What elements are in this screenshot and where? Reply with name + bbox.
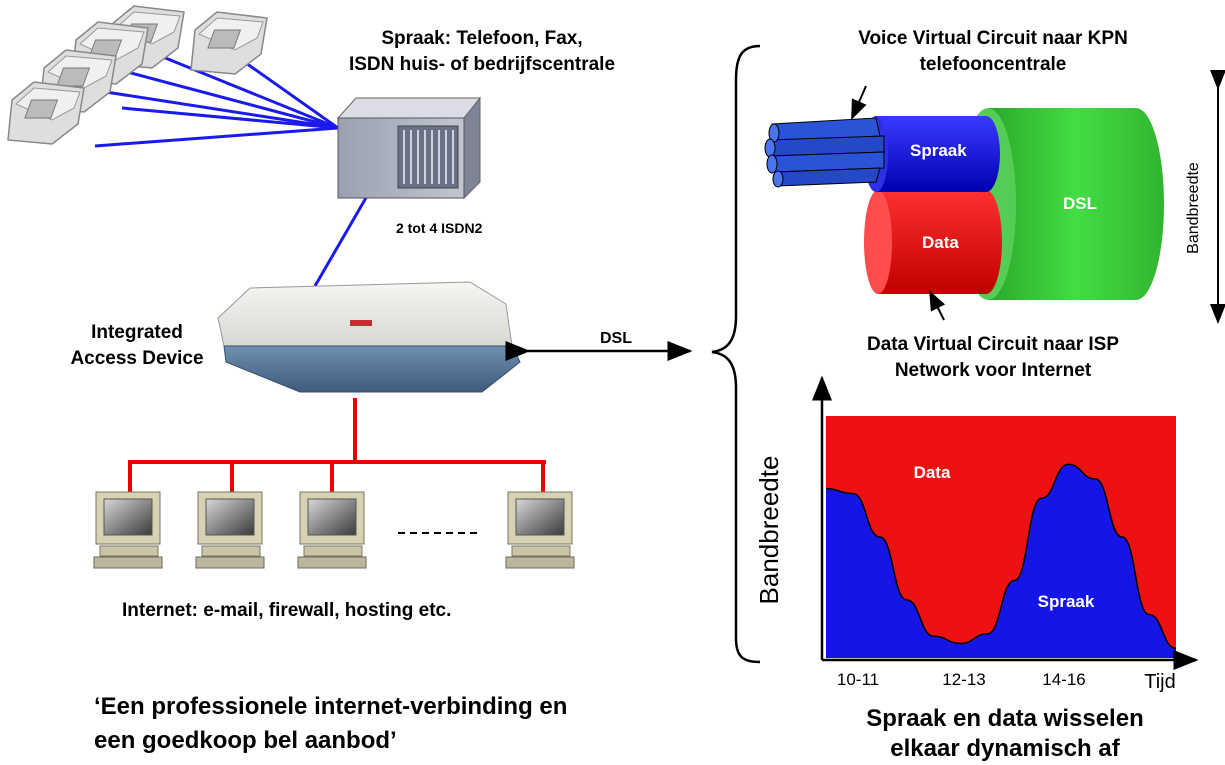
x-axis-label: Tijd [1144, 671, 1175, 693]
x-tick-label: 10-11 [837, 670, 879, 689]
dsl-cylinder-label: DSL [1063, 194, 1097, 213]
voice-vc-pointer-arrow [851, 85, 867, 120]
integrated-access-device-icon [217, 281, 521, 393]
voice-devices-label: Spraak: Telefoon, Fax, ISDN huis- of bed… [348, 28, 616, 75]
data-cylinder-label: Data [922, 233, 959, 252]
isdn-label: 2 tot 4 ISDN2 [396, 220, 483, 236]
series-boundary-line [825, 463, 1177, 650]
series-label-data: Data [914, 463, 951, 482]
data-vc-pointer-arrow [929, 290, 946, 321]
computer-icon [195, 491, 265, 569]
pbx-rack-icon [336, 96, 482, 200]
voice-virtual-circuit-label: Voice Virtual Circuit naar KPN telefoonc… [858, 28, 1128, 75]
data-cylinder [864, 190, 1002, 294]
x-tick-label: 12-13 [942, 670, 985, 689]
spraak-cylinder-label: Spraak [910, 141, 967, 160]
phone-icon [190, 11, 268, 75]
bandwidth-vertical-label: Bandbreedte [1185, 162, 1202, 254]
iad-label: Integrated Access Device [70, 322, 204, 369]
computer-icon [93, 491, 163, 569]
voice-lines [79, 53, 376, 287]
series-label-spraak: Spraak [1038, 592, 1095, 611]
chart-y-label: Bandbreedte [754, 456, 784, 605]
computer-icon [505, 491, 575, 569]
lan-lines [128, 398, 546, 494]
slogan: ‘Een professionele internet-verbinding e… [94, 693, 568, 754]
chart-caption: Spraak en data wisselen elkaar dynamisch… [866, 705, 1144, 762]
spraak-area [826, 464, 1176, 658]
curly-brace [711, 44, 761, 664]
data-virtual-circuit-label: Data Virtual Circuit naar ISP Network vo… [866, 334, 1119, 381]
voice-cable-bundle [764, 117, 885, 188]
computer-icon [297, 491, 367, 569]
phone-icon [7, 81, 85, 145]
x-tick-label: 14-16 [1042, 670, 1085, 689]
dsl-link-label: DSL [600, 330, 632, 347]
internet-services-label: Internet: e-mail, firewall, hosting etc. [122, 600, 452, 621]
bandwidth-area-chart: Bandbreedte Data Spraak 10-11 12-13 14-1… [754, 375, 1199, 693]
